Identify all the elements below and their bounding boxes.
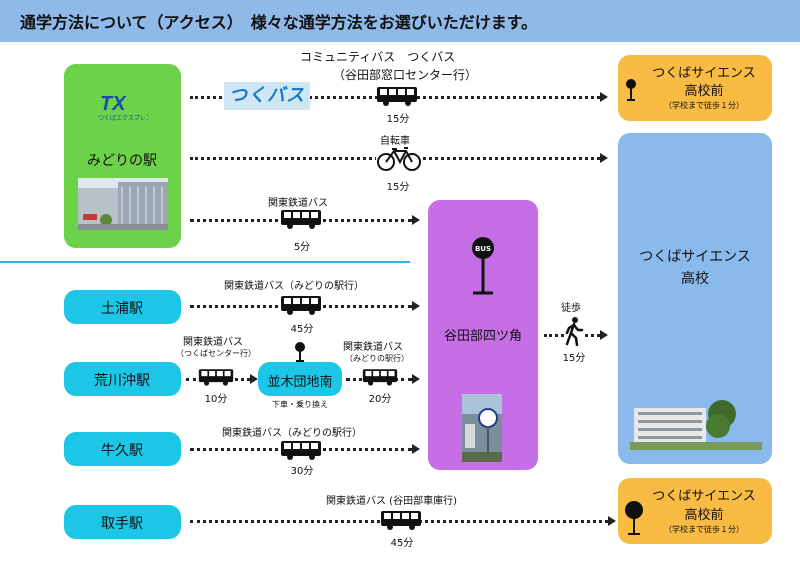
bus-icon xyxy=(362,369,398,386)
community-bus-sublabel: （谷田部窓口センター行） xyxy=(333,68,478,82)
tsuchiura-route-label: 関東鉄道バス（みどりの駅行） xyxy=(224,281,364,292)
ushiku-route-label: 関東鉄道バス（みどりの駅行） xyxy=(222,428,362,439)
toride-arrow-icon xyxy=(608,516,616,526)
bus-icon xyxy=(281,210,321,229)
kanto-midori-label: 関東鉄道バス xyxy=(268,198,328,209)
tx-logo: TX つくばエクスプレス xyxy=(98,93,148,122)
arakawaoki-route2-time: 20分 xyxy=(368,394,392,405)
school-building-photo xyxy=(630,392,762,450)
ushiku-station-box xyxy=(64,432,181,466)
toride-station-label: 取手駅 xyxy=(101,516,143,532)
bus-icon xyxy=(198,369,234,386)
yatabe-hub-label: 谷田部四ツ角 xyxy=(443,329,522,344)
school-label-line2: 高校 xyxy=(681,271,709,287)
arakawaoki-route1-sublabel: （つくばセンター行） xyxy=(176,349,256,358)
transfer-stop-label: 並木団地南 xyxy=(267,375,333,390)
walk-label: 徒歩 xyxy=(561,303,581,314)
walking-person-icon xyxy=(564,316,584,346)
bus-stop-icon: BUS xyxy=(472,237,494,295)
bus-icon xyxy=(381,511,421,530)
stop-top-line1: つくばサイエンス xyxy=(652,66,756,81)
ushiku-time: 30分 xyxy=(290,466,314,477)
arakawaoki-route1-time: 10分 xyxy=(204,394,228,405)
yatabe-bus-stop-photo xyxy=(462,394,502,462)
school-front-stop-bottom-box xyxy=(618,478,772,544)
bus-stop-icon xyxy=(625,501,643,535)
transfer-note: 下車・乗り換え xyxy=(272,400,328,409)
community-bus-label: コミュニティバス つくバス xyxy=(300,50,456,64)
page-title: 通学方法について（アクセス） 様々な通学方法をお選びいただけます。 xyxy=(20,13,538,32)
svg-text:BUS: BUS xyxy=(475,245,491,253)
kanto-midori-arrow-icon xyxy=(412,215,420,225)
toride-route-label: 関東鉄道バス (谷田部車庫行) xyxy=(326,496,457,507)
stop-top-line2: 高校前 xyxy=(684,84,724,99)
midori-station-label: みどりの駅 xyxy=(87,153,157,169)
arakawaoki-route1-label: 関東鉄道バス xyxy=(183,337,243,348)
bicycle-arrow-icon xyxy=(600,153,608,163)
tsuchiura-time: 45分 xyxy=(290,324,314,335)
bus-icon xyxy=(377,87,417,106)
arakawaoki-route2-sublabel: （みどりの駅行） xyxy=(345,354,409,363)
bus-icon xyxy=(281,441,321,460)
stop-bottom-note: （学校まで徒歩１分） xyxy=(664,525,744,534)
school-front-stop-top-box xyxy=(618,55,772,121)
transfer-stop-box xyxy=(258,362,342,396)
tsuchiura-station-label: 土浦駅 xyxy=(101,301,143,317)
bus-stop-icon xyxy=(295,342,305,362)
walk-time: 15分 xyxy=(562,353,586,364)
community-bus-time: 15分 xyxy=(386,114,410,125)
kanto-midori-time: 5分 xyxy=(293,242,311,253)
arakawaoki-station-box xyxy=(64,362,181,396)
stop-bottom-line2: 高校前 xyxy=(684,508,724,523)
arakawaoki-route1-arrow-icon xyxy=(250,374,258,384)
ushiku-station-label: 牛久駅 xyxy=(101,443,143,459)
bus-icon xyxy=(281,296,321,315)
arakawaoki-route2-label: 関東鉄道バス xyxy=(343,342,403,353)
bicycle-icon xyxy=(376,146,422,172)
stop-bottom-line1: つくばサイエンス xyxy=(652,489,756,504)
svg-text:つくばエクスプレス: つくばエクスプレス xyxy=(98,114,148,122)
tsukubus-logo: つくバス xyxy=(224,82,310,110)
midori-station-photo xyxy=(78,178,168,230)
bus-stop-icon xyxy=(626,79,636,101)
school-label-line1: つくばサイエンス xyxy=(639,249,751,265)
bicycle-label: 自転車 xyxy=(380,136,410,147)
toride-time: 45分 xyxy=(390,538,414,549)
bicycle-time: 15分 xyxy=(386,182,410,193)
section-divider xyxy=(0,261,410,263)
svg-text:TX: TX xyxy=(100,93,127,115)
toride-station-box xyxy=(64,505,181,539)
header-bar xyxy=(0,0,800,42)
tsuchiura-arrow-icon xyxy=(412,301,420,311)
walk-arrow-icon xyxy=(600,330,608,340)
arakawaoki-station-label: 荒川沖駅 xyxy=(94,373,150,389)
arakawaoki-route2-arrow-icon xyxy=(412,374,420,384)
community-bus-arrow-icon xyxy=(600,92,608,102)
stop-top-note: （学校まで徒歩１分） xyxy=(664,101,744,110)
ushiku-arrow-icon xyxy=(412,444,420,454)
tsuchiura-station-box xyxy=(64,290,181,324)
